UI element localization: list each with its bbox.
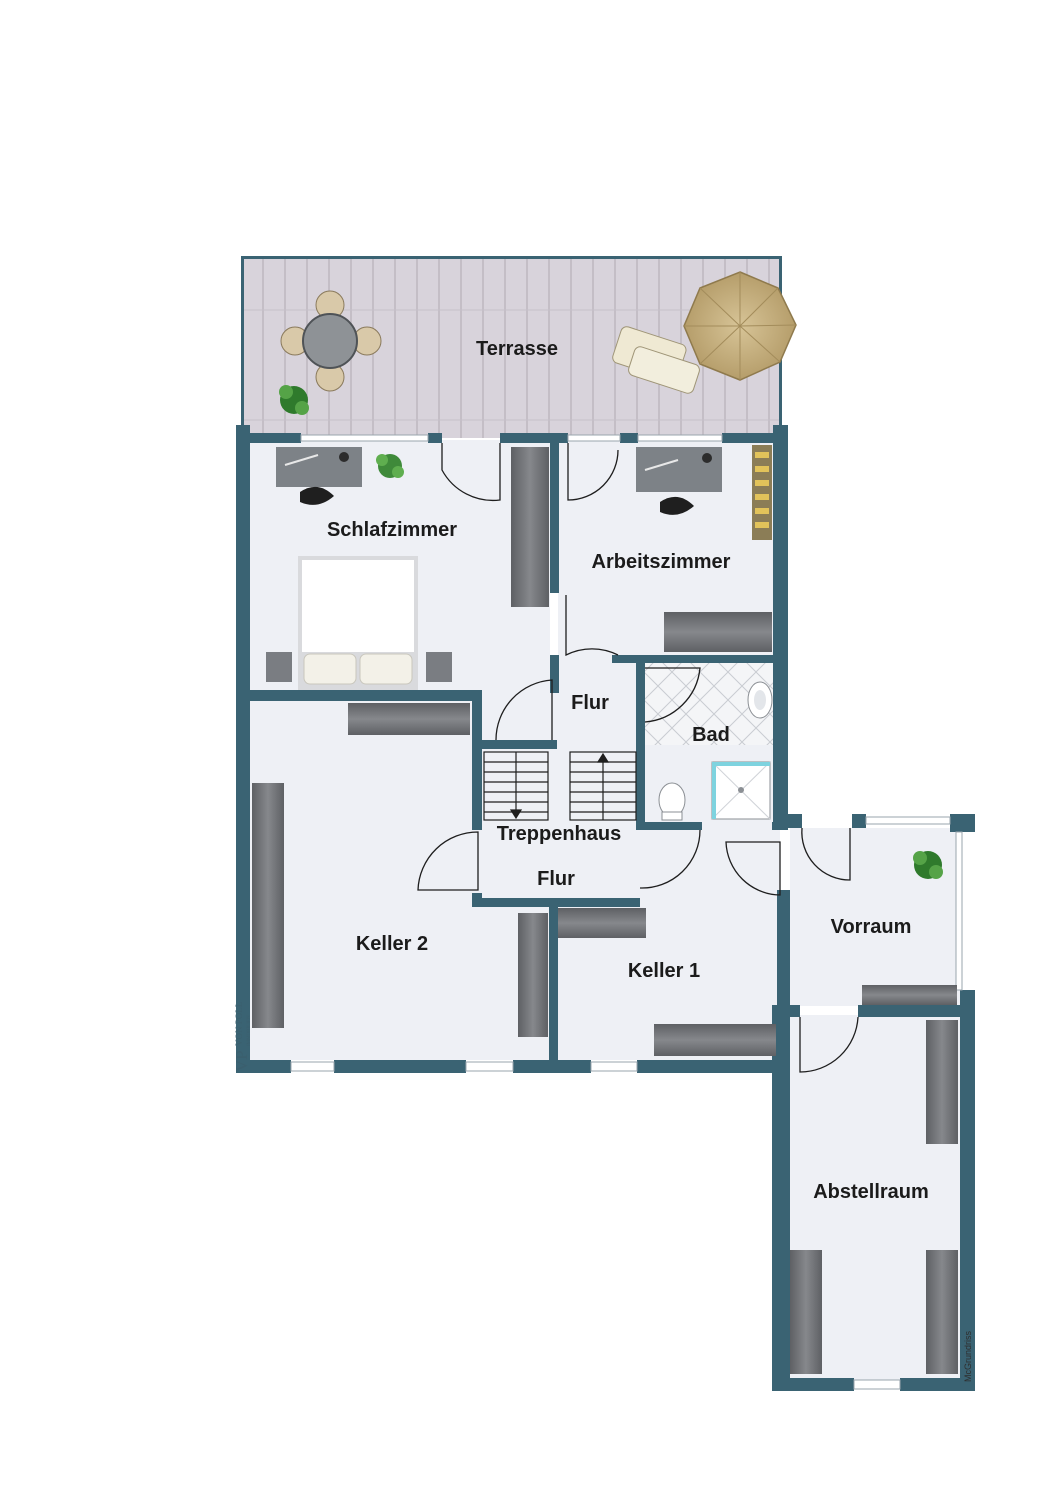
logo-name: VON POLL [234, 1002, 244, 1046]
keller2-floor [250, 700, 550, 1060]
door-vorraum-side [725, 841, 781, 896]
windows [290, 434, 963, 1390]
door-schlafzimmer-terrace [441, 443, 501, 502]
washbasin-icon [747, 681, 773, 719]
door-abstellraum [799, 1016, 859, 1073]
shelf [654, 1024, 776, 1056]
door-keller2 [417, 831, 479, 891]
door-arbeitszimmer-flur [565, 595, 619, 657]
shelf [511, 447, 549, 607]
door-schlafzimmer-flur [495, 679, 553, 741]
shelf [862, 985, 957, 1005]
label-bad: Bad [692, 724, 730, 746]
stairs [483, 751, 637, 821]
branding: VP VON POLL IMMOBILIEN McGrundriss [232, 1002, 973, 1382]
label-arbeitszimmer: Arbeitszimmer [592, 551, 731, 573]
desk-arbeitszimmer [636, 447, 722, 515]
door-keller1 [639, 829, 701, 889]
stair-arrow-up-icon [596, 752, 610, 763]
label-keller1: Keller 1 [628, 960, 700, 982]
umbrella-icon [683, 271, 797, 381]
logo-sub: IMMOBILIEN [247, 1015, 252, 1046]
shelf [348, 703, 470, 735]
terrace-table-set [280, 290, 382, 392]
plant-icon [279, 385, 309, 415]
furniture [252, 271, 958, 1374]
toilet-icon [658, 782, 686, 821]
shelf [558, 908, 646, 938]
sun-lounger [612, 326, 700, 394]
label-flur-lower: Flur [537, 868, 575, 890]
shelf [252, 783, 284, 1028]
plant-icon [913, 851, 943, 879]
credit-label: McGrundriss [963, 1330, 973, 1382]
label-flur-upper: Flur [571, 692, 609, 714]
room-labels: Terrasse Schlafzimmer Arbeitszimmer Flur… [327, 338, 929, 1203]
label-abstellraum: Abstellraum [813, 1181, 929, 1203]
plant-icon [376, 454, 404, 478]
desk-schlafzimmer [276, 447, 362, 505]
label-vorraum: Vorraum [831, 916, 912, 938]
shelf [926, 1020, 958, 1144]
shelf [790, 1250, 822, 1374]
shower-tray-icon [711, 761, 771, 820]
stair-arrow-down-icon [509, 809, 523, 820]
double-bed [266, 556, 452, 690]
label-schlafzimmer: Schlafzimmer [327, 519, 457, 541]
shelf [664, 612, 772, 652]
logo-mark: VP [232, 1050, 251, 1072]
shelf [518, 913, 548, 1037]
label-terrasse: Terrasse [476, 338, 558, 360]
door-arbeitszimmer-terrace [567, 443, 619, 501]
door-bad [644, 667, 701, 723]
walls [236, 256, 975, 1391]
doors [417, 443, 859, 1073]
label-treppenhaus: Treppenhaus [497, 823, 621, 845]
door-vorraum-top [801, 827, 851, 881]
shelf [926, 1250, 958, 1374]
label-keller2: Keller 2 [356, 933, 428, 955]
